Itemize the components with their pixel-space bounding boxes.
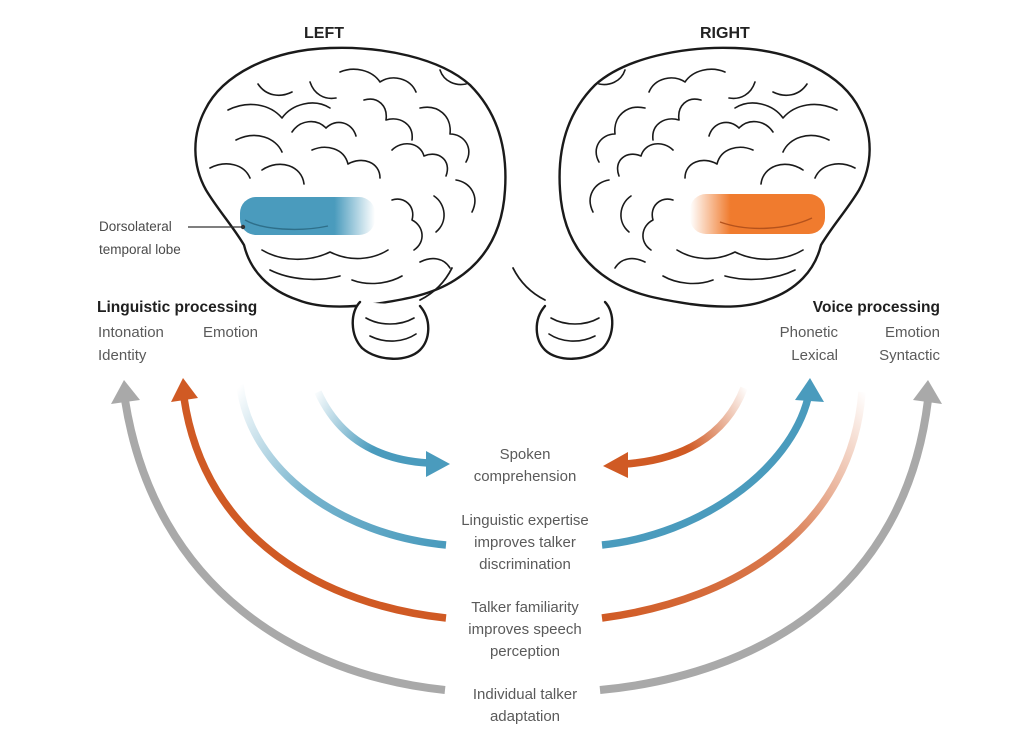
- orange-arrow-spoken: [624, 386, 748, 468]
- orange-arrow-left: [180, 397, 447, 622]
- blue-arrow-left: [236, 384, 447, 549]
- callout-line-2: temporal lobe: [99, 242, 181, 257]
- blue-arrowhead-spoken: [426, 451, 450, 477]
- left-item-identity: Identity: [98, 347, 147, 364]
- gray-arrowhead-left: [111, 380, 140, 404]
- right-item-lexical: Lexical: [791, 347, 838, 364]
- flow-label-spoken-comprehension: Spoken comprehension: [474, 444, 577, 488]
- right-item-emotion: Emotion: [884, 324, 940, 341]
- right-temporal-region: [690, 194, 825, 234]
- flow-0-line-0: Spoken: [499, 446, 551, 463]
- callout-line-1: Dorsolateral: [99, 219, 172, 234]
- flow-3-line-1: adaptation: [489, 708, 561, 725]
- flow-label-individual-adaptation: Individual talker adaptation: [473, 684, 577, 728]
- right-panel-title: Voice processing: [812, 299, 940, 316]
- left-panel-title: Linguistic processing: [97, 299, 258, 316]
- blue-arrow-right: [601, 397, 812, 549]
- flow-1-line-1: improves talker: [474, 534, 576, 551]
- left-hemisphere-label: LEFT: [304, 25, 344, 42]
- gray-arrow-left: [121, 399, 446, 694]
- orange-arrowhead-left: [171, 378, 198, 402]
- flow-label-linguistic-expertise: Linguistic expertise improves talker dis…: [461, 510, 589, 576]
- flow-arrows: [111, 378, 942, 694]
- orange-arrow-right: [601, 391, 866, 622]
- gray-arrow-right: [599, 399, 932, 694]
- gray-arrowhead-right: [913, 380, 942, 404]
- left-brain: [194, 46, 507, 360]
- orange-arrowhead-spoken: [603, 452, 628, 478]
- right-hemisphere-label: RIGHT: [700, 25, 750, 42]
- blue-arrow-spoken: [314, 390, 429, 467]
- left-temporal-region: [240, 197, 375, 235]
- flow-3-line-0: Individual talker: [472, 686, 578, 703]
- flow-1-line-2: discrimination: [479, 556, 571, 573]
- right-item-syntactic: Syntactic: [879, 347, 940, 364]
- left-item-intonation: Intonation: [98, 324, 164, 341]
- flow-label-talker-familiarity: Talker familiarity improves speech perce…: [468, 597, 581, 663]
- flow-1-line-0: Linguistic expertise: [461, 512, 589, 529]
- flow-0-line-1: comprehension: [473, 468, 577, 485]
- flow-2-line-2: perception: [489, 643, 561, 660]
- flow-2-line-1: improves speech: [468, 621, 582, 638]
- flow-2-line-0: Talker familiarity: [471, 599, 579, 616]
- blue-arrowhead-right: [795, 378, 824, 402]
- right-brain: [512, 46, 871, 360]
- right-item-phonetic: Phonetic: [779, 324, 838, 341]
- left-item-emotion: Emotion: [203, 324, 259, 341]
